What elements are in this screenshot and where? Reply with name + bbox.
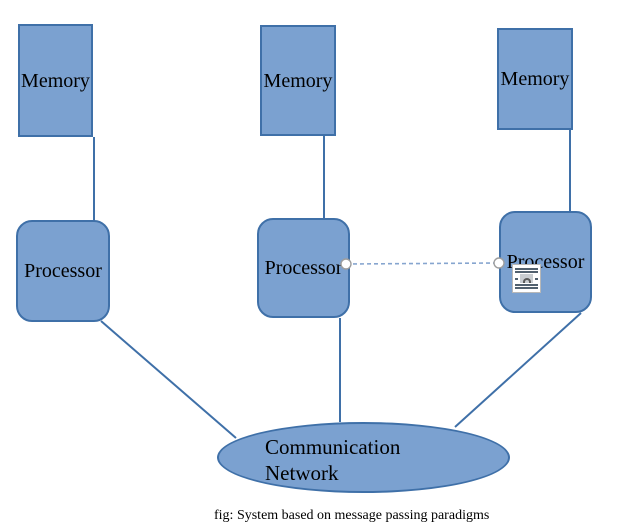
embedded-object-icon[interactable] (512, 264, 541, 293)
connector-processor1-network[interactable] (100, 320, 237, 439)
memory-node-3-label: Memory (500, 68, 570, 90)
embedded-object-icon-tick (515, 277, 518, 280)
network-label-line1: Communication (265, 435, 401, 459)
embedded-object-icon-tick (535, 277, 538, 280)
processor-node-1[interactable]: Processor (16, 220, 110, 322)
embedded-object-icon-line (515, 284, 538, 286)
embedded-object-icon-line (515, 287, 538, 289)
memory-node-2-label: Memory (263, 69, 333, 92)
network-label-line2: Network (265, 461, 339, 485)
memory-node-3[interactable]: Memory (497, 28, 573, 130)
processor-node-2-label: Processor (264, 257, 343, 279)
embedded-object-icon-line (515, 268, 538, 270)
connector-processor3-network[interactable] (454, 312, 582, 428)
memory-node-2[interactable]: Memory (260, 25, 336, 136)
embedded-object-icon-line (515, 271, 538, 273)
connector-handle-left[interactable] (340, 258, 352, 270)
network-label: Communication Network (265, 434, 400, 486)
connector-handle-right[interactable] (493, 257, 505, 269)
picture-placeholder-icon (520, 274, 533, 283)
arch-glyph (522, 278, 531, 283)
processor-node-3[interactable]: Processor (499, 211, 592, 313)
memory-node-1[interactable]: Memory (18, 24, 93, 137)
dashed-connector-processor2-processor3[interactable] (345, 262, 500, 265)
figure-caption: fig: System based on message passing par… (214, 508, 490, 523)
network-ellipse[interactable]: Communication Network (217, 422, 510, 493)
embedded-object-icon-picture-row (515, 274, 538, 283)
processor-node-1-label: Processor (24, 260, 102, 282)
memory-node-1-label: Memory (21, 69, 90, 92)
